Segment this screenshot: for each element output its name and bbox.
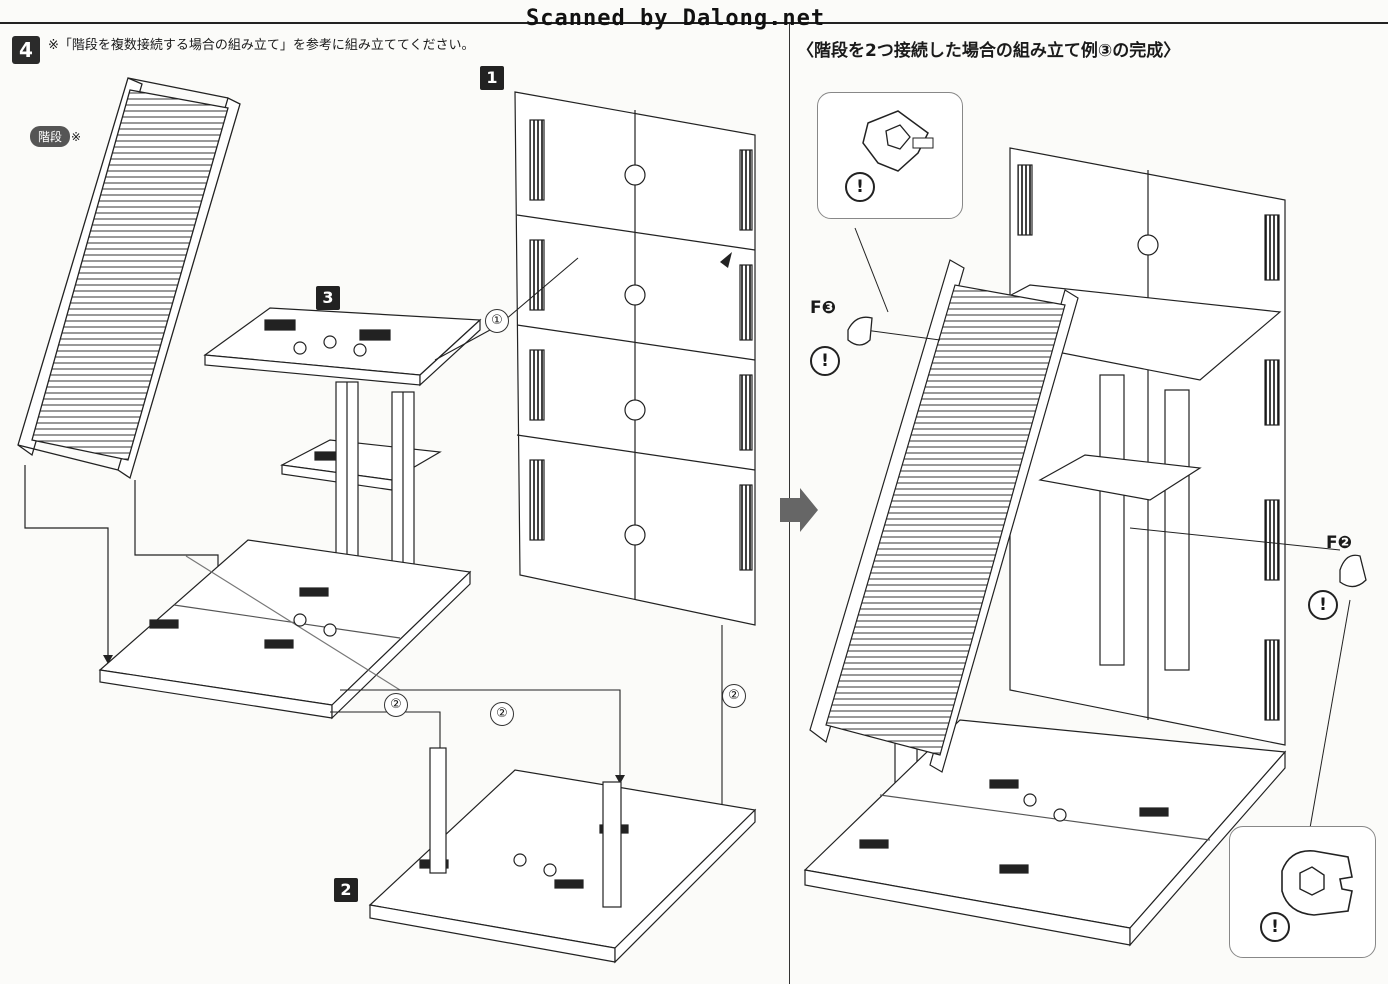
watermark: Scanned by Dalong.net bbox=[526, 6, 826, 31]
callout-2b: ② bbox=[490, 702, 514, 726]
right-panel-title: 〈階段を2つ接続した場合の組み立て例③の完成〉 bbox=[797, 41, 1181, 61]
wall-panel bbox=[514, 91, 756, 626]
zoom-box-top bbox=[817, 92, 963, 219]
label-f2: F❷ bbox=[1326, 533, 1353, 553]
zoom-box-bottom bbox=[1229, 826, 1376, 958]
warning-icon-top: ! bbox=[845, 172, 875, 202]
warning-icon-f3: ! bbox=[810, 346, 840, 376]
clip-part-icon bbox=[862, 110, 934, 172]
step-instruction: ※「階段を複数接続する場合の組み立て」を参考に組み立ててください。 bbox=[48, 38, 475, 53]
part-number-2: 2 bbox=[334, 878, 358, 902]
warning-icon-f2: ! bbox=[1308, 590, 1338, 620]
stairs-part bbox=[17, 77, 241, 480]
arrow-right-icon bbox=[780, 488, 818, 532]
step-number: 4 bbox=[12, 36, 40, 64]
stairs-tag: 階段 bbox=[30, 126, 71, 147]
part-number-3: 3 bbox=[316, 286, 340, 310]
label-f3: F❸ bbox=[810, 298, 837, 318]
bottom-platform bbox=[368, 747, 757, 964]
callout-2a: ② bbox=[384, 693, 408, 717]
clip-part-icon-large bbox=[1281, 850, 1353, 916]
callout-1: ① bbox=[485, 309, 509, 333]
base-platform-left bbox=[98, 539, 472, 720]
part-number-1: 1 bbox=[480, 66, 504, 90]
callout-2c: ② bbox=[722, 684, 746, 708]
warning-icon-bottom: ! bbox=[1260, 912, 1290, 942]
stairs-note: ※ bbox=[71, 130, 82, 144]
header-rule bbox=[0, 22, 1388, 24]
middle-platform bbox=[280, 439, 442, 491]
upper-platform bbox=[203, 307, 482, 387]
assembled-structure bbox=[803, 147, 1287, 947]
